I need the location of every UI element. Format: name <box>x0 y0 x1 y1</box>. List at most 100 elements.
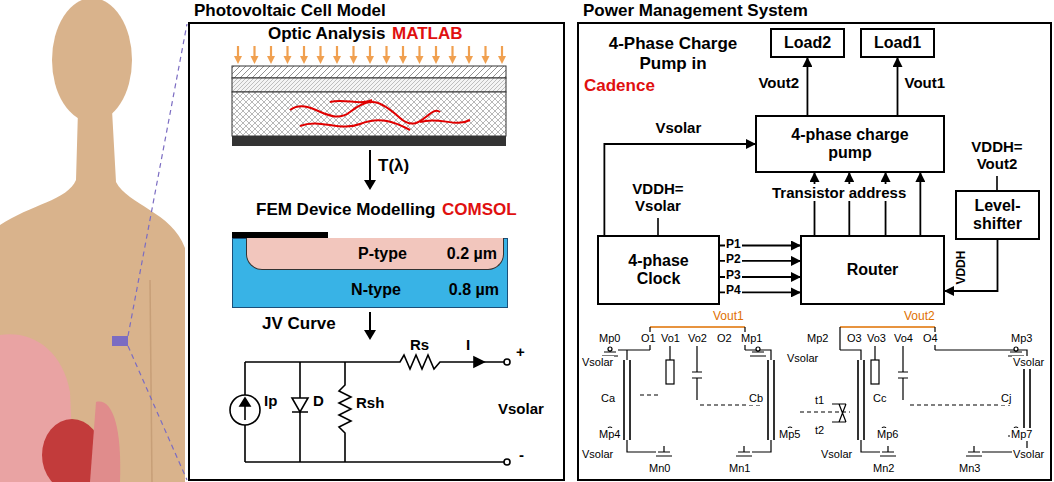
label-text: Rs <box>410 336 429 353</box>
label-text: Mn0 <box>648 462 671 475</box>
node-text: Load2 <box>784 34 831 52</box>
node-text: Load1 <box>874 34 921 52</box>
transistor-symbol <box>736 446 752 456</box>
label-text: Vsolar <box>581 356 614 369</box>
node-text: 0.2 µm <box>447 245 497 263</box>
label-text: Vo2 <box>687 332 708 345</box>
label-text: Vo1 <box>660 332 681 345</box>
connector-arrow <box>848 173 850 235</box>
signal-label: P4 <box>725 284 742 297</box>
connector-arrow <box>604 144 755 235</box>
label-text: Cb <box>748 392 764 405</box>
label-text: Mn3 <box>958 462 981 475</box>
charge-pump-box: 4-phase charge pump <box>755 115 945 173</box>
light-ray <box>501 46 503 57</box>
transistor-symbol <box>966 446 982 456</box>
light-ray <box>451 46 453 57</box>
label-text: T(λ) <box>378 156 409 176</box>
label-text: Mn2 <box>872 462 895 475</box>
label-text: D <box>313 392 324 409</box>
light-ray <box>352 46 354 57</box>
label-text: MATLAB <box>392 24 463 44</box>
transistor-symbol <box>656 446 672 456</box>
light-ray <box>435 46 437 57</box>
connector-arrow <box>807 58 809 115</box>
label-text: Mp5 <box>778 428 801 441</box>
node-text: 0.8 µm <box>449 281 499 299</box>
label-text: Vout1 <box>712 310 745 324</box>
light-ray-head <box>284 56 292 64</box>
label-text: I <box>466 336 470 353</box>
load-box: Load2 <box>770 28 845 58</box>
connector-arrow <box>919 173 921 235</box>
light-ray-head <box>234 56 242 64</box>
label-text: Vsolar <box>820 448 853 461</box>
label-text: Vsolar <box>1012 448 1045 461</box>
node-text: N-type <box>351 281 401 299</box>
p-type-region: P-type0.2 µm <box>246 238 504 270</box>
light-ray-head <box>267 56 275 64</box>
load-box: Load1 <box>860 28 935 58</box>
n-type-layer: P-type0.2 µm N-type 0.8 µm <box>232 238 508 308</box>
light-ray-head <box>300 56 308 64</box>
label-text: Vo3 <box>866 332 887 345</box>
signal-label: VDDH <box>956 250 969 286</box>
light-ray <box>286 46 288 57</box>
label-text: O4 <box>922 332 939 345</box>
label-text: Mp1 <box>740 332 763 345</box>
connector-arrow <box>945 240 998 291</box>
charge-pump-schematic <box>602 327 1030 456</box>
node-text: Power Management System <box>583 1 808 21</box>
pv-equivalent-circuit <box>230 355 510 465</box>
light-ray <box>237 46 239 57</box>
light-ray <box>336 46 338 57</box>
label-text: Vsolar <box>1012 356 1045 369</box>
label-text: Mp3 <box>1010 332 1033 345</box>
label-text: Mp4 <box>598 428 621 441</box>
label-text: 4-Phase Charge Pump in <box>584 34 762 73</box>
transistor-symbol <box>750 347 766 356</box>
light-ray <box>418 46 420 57</box>
light-ray <box>303 46 305 57</box>
light-ray-head <box>432 56 440 64</box>
light-ray-head <box>251 56 259 64</box>
connector-arrow <box>885 173 887 235</box>
transistor-symbol <box>880 446 896 456</box>
light-ray-head <box>383 56 391 64</box>
label-text: O3 <box>846 332 863 345</box>
label-text: Vsolar <box>581 448 614 461</box>
label-text: COMSOL <box>442 200 517 220</box>
light-ray <box>468 46 470 57</box>
label-text: t2 <box>814 424 825 437</box>
light-ray-head <box>350 56 358 64</box>
label-stubs <box>658 176 997 235</box>
label-text: Ca <box>600 392 616 405</box>
signal-label: Vout1 <box>904 75 947 92</box>
label-text: Vo4 <box>893 332 914 345</box>
connector-arrow <box>814 173 816 235</box>
label-text: Mp0 <box>598 332 621 345</box>
light-ray-head <box>317 56 325 64</box>
light-ray-head <box>482 56 490 64</box>
node-text: 4-phase charge pump <box>788 126 913 161</box>
label-text: + <box>516 343 525 360</box>
light-ray-head <box>416 56 424 64</box>
label-text: Rsh <box>356 394 384 411</box>
absorber-slab <box>232 66 506 146</box>
light-ray <box>270 46 272 57</box>
light-ray <box>385 46 387 57</box>
router-box: Router <box>800 235 945 305</box>
light-ray-head <box>465 56 473 64</box>
label-text: Vsolar <box>498 400 544 417</box>
label-text: Optic Analysis <box>268 24 385 44</box>
signal-label: P1 <box>725 238 742 251</box>
light-ray-head <box>366 56 374 64</box>
light-ray-head <box>449 56 457 64</box>
label-text: Cadence <box>584 76 655 96</box>
light-ray <box>484 46 486 57</box>
label-text: Mp6 <box>876 428 899 441</box>
label-text: Cj <box>1000 392 1012 405</box>
label-text: O2 <box>716 332 733 345</box>
node-text: Photovoltaic Cell Model <box>194 1 386 21</box>
